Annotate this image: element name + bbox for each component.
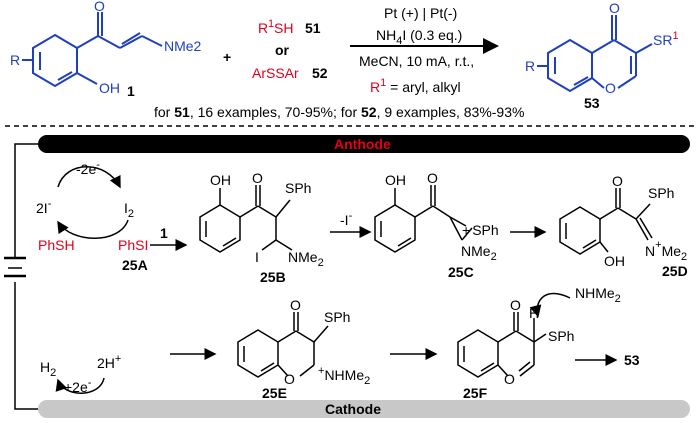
conditions-r-group: R1 = aryl, alkyl: [370, 77, 461, 95]
25B-oh: OH: [210, 172, 231, 188]
arrow-reagent-1: 1: [160, 225, 168, 241]
thiol-r-label: R: [258, 20, 268, 36]
25C-carbonyl-o: O: [427, 170, 438, 186]
25F-nhme2: NHMe2: [575, 285, 621, 305]
disulfide-label: ArSSAr: [252, 65, 299, 81]
25D-nme2: N+Me2: [645, 239, 687, 263]
25C-sph: +SPh: [462, 222, 499, 238]
sm-number: 1: [127, 83, 135, 99]
intermediate-25D: [559, 188, 653, 255]
25B-nme2: NMe2: [288, 249, 324, 269]
h2-label: H2: [40, 359, 56, 379]
conditions-solvent: MeCN, 10 mA, r.t.,: [359, 53, 474, 69]
25E-nhme2: +NHMe2: [318, 365, 370, 387]
25F-carbonyl-o: O: [510, 297, 521, 313]
label-25F: 25F: [463, 385, 488, 401]
cathode-bar: [38, 400, 690, 418]
summary-line: for 51, 16 examples, 70-95%; for 52, 9 e…: [154, 104, 524, 120]
sm-oh-label: OH: [99, 80, 120, 96]
iodine-label: I2: [124, 200, 134, 220]
25D-carbonyl-o: O: [612, 173, 623, 189]
intermediate-25E: [237, 312, 329, 378]
25B-iodine: I: [255, 249, 259, 265]
25B-carbonyl-o: O: [252, 170, 263, 186]
circuit-wire: [4, 143, 38, 410]
sm-r-label: R: [10, 52, 20, 68]
prod-r-label: R: [525, 58, 535, 74]
intermediate-25F: [457, 312, 547, 378]
25E-carbonyl-o: O: [290, 297, 301, 313]
25B-sph: SPh: [285, 180, 311, 196]
reduction-arrow: [55, 377, 105, 394]
label-25A: 25A: [122, 257, 148, 273]
25D-sph: SPh: [648, 185, 674, 201]
conditions-additive: NH4I (0.3 eq.): [376, 27, 462, 47]
25E-ring-o: O: [284, 371, 295, 387]
phsi-label: PhSI: [118, 237, 148, 253]
or-label: or: [275, 42, 290, 58]
deprotonation-arrow: [529, 292, 571, 318]
label-25D: 25D: [662, 263, 688, 279]
sm-nme2-label: NMe2: [164, 38, 202, 54]
phsh-label: PhSH: [38, 237, 75, 253]
prod-ring-o: O: [605, 80, 616, 96]
label-25E: 25E: [262, 385, 287, 401]
anode-bar: [38, 135, 690, 153]
25F-sph: SPh: [548, 328, 574, 344]
25F-h: H: [529, 305, 539, 321]
25D-oh: OH: [604, 253, 625, 269]
prod-sr-label: SR1: [653, 30, 679, 48]
disulfide-number: 52: [312, 65, 328, 81]
label-25C: 25C: [448, 264, 474, 280]
prod-carbonyl-o: O: [609, 0, 620, 16]
cathode-label: Cathode: [325, 401, 381, 417]
25C-oh: OH: [385, 172, 406, 188]
25C-nme2: NMe2: [461, 243, 497, 263]
two-h-plus-label: 2H+: [97, 353, 121, 371]
sm-carbonyl-o: O: [94, 0, 105, 14]
prod-number: 53: [584, 95, 600, 111]
product-53: [537, 15, 653, 93]
thiol-r-sup: 1: [268, 18, 274, 30]
label-53-final: 53: [624, 352, 640, 368]
iodide-label: 2I-: [36, 198, 52, 216]
minus-iodide-label: -I-: [340, 210, 353, 228]
starting-material-1: [22, 12, 163, 88]
thiol-sh-label: SH: [274, 20, 293, 36]
anode-label: Anthode: [334, 136, 391, 152]
25F-ring-o: O: [504, 371, 515, 387]
minus-2e-label: -2e-: [76, 159, 100, 177]
intermediate-25C: [374, 185, 473, 253]
plus-sign: +: [223, 49, 231, 65]
iodine-return-arrow: [57, 219, 129, 239]
intermediate-25B: [199, 185, 293, 253]
oxidation-arrow: [57, 166, 121, 189]
25E-sph: SPh: [324, 309, 350, 325]
plus-2e-label: +2e-: [64, 377, 92, 395]
thiol-number: 51: [305, 20, 321, 36]
label-25B: 25B: [260, 269, 286, 285]
conditions-electrodes: Pt (+) | Pt(-): [384, 5, 457, 21]
